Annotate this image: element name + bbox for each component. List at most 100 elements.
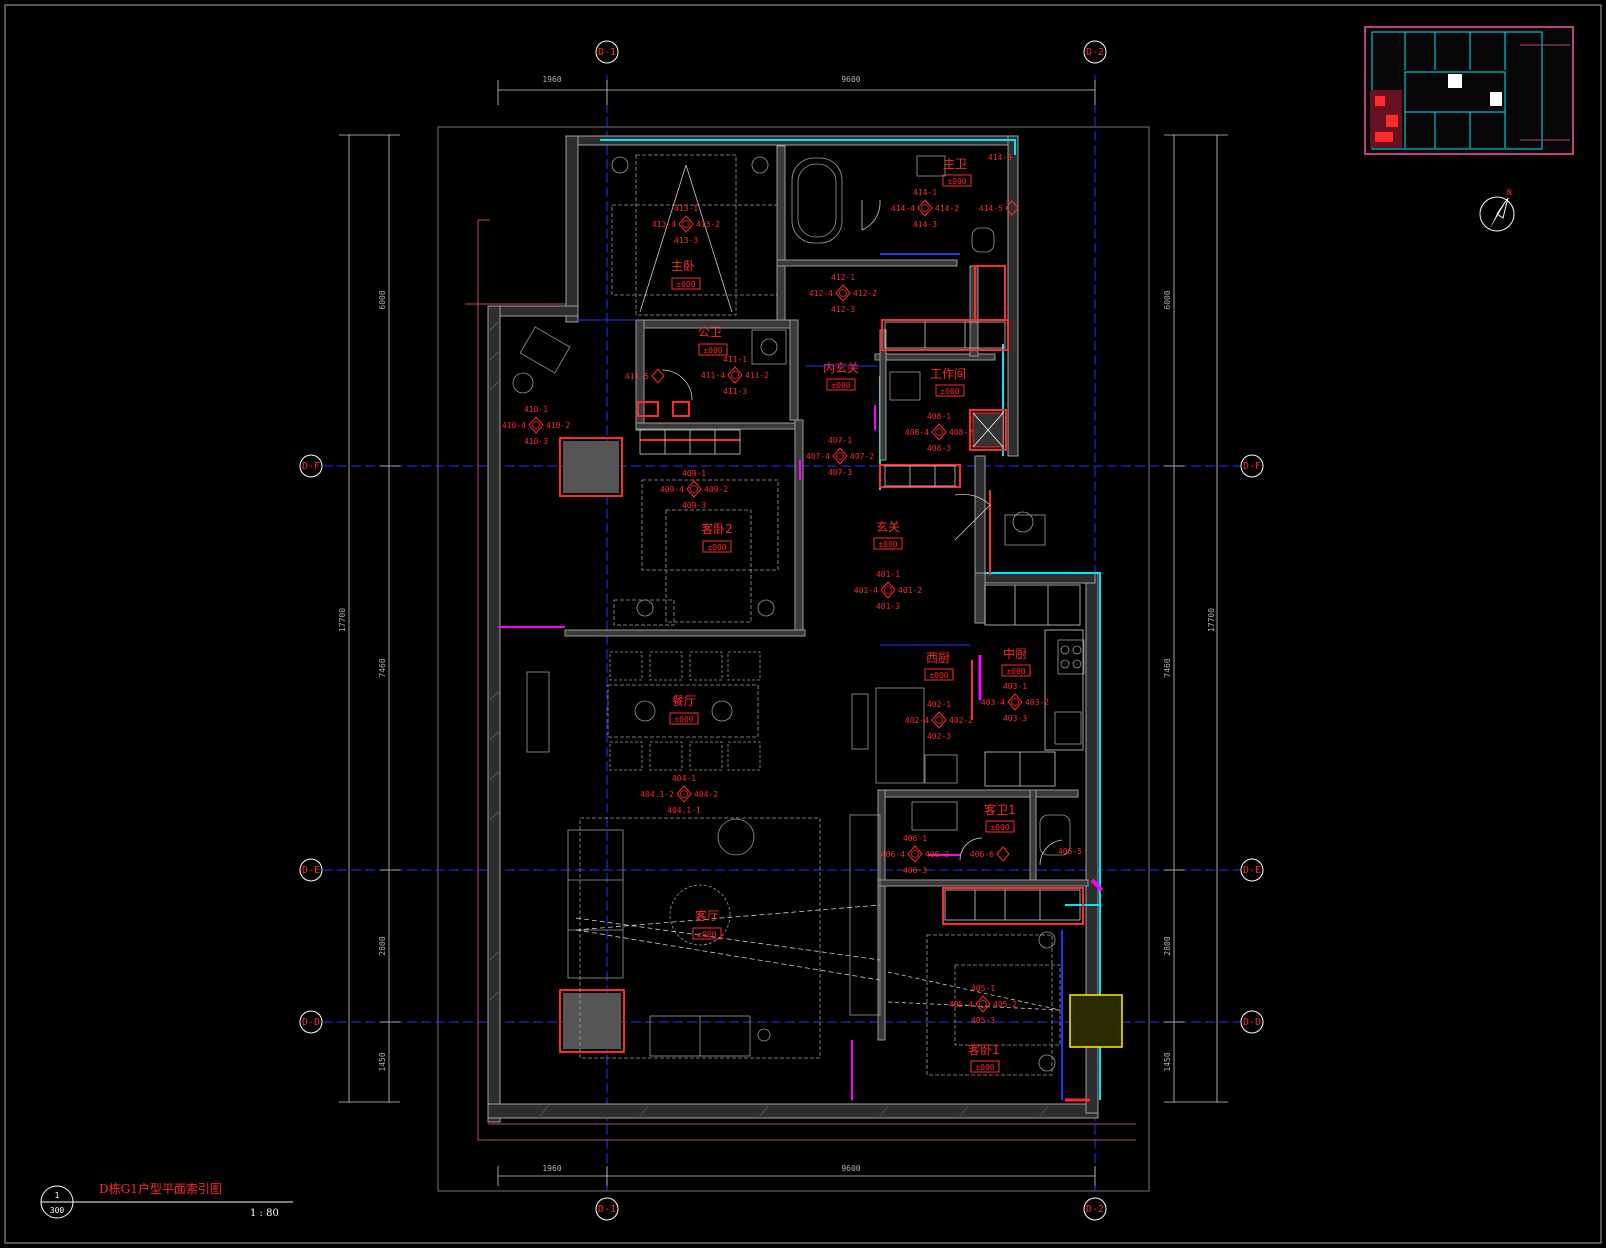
room-name-workroom: 工作间 xyxy=(930,367,966,381)
level-guest-bedroom-2-text: ±000 xyxy=(707,543,726,552)
index-label: 404-1 xyxy=(672,774,696,783)
dim-right-1: 6000 xyxy=(1163,290,1172,309)
index-label: 402-2 xyxy=(949,716,973,725)
svg-text:D-E: D-E xyxy=(1243,865,1261,876)
level-guest-bedroom-1-text: ±000 xyxy=(975,1063,994,1072)
level-master-bath-text: ±000 xyxy=(947,177,966,186)
level-inner-foyer: ±000 xyxy=(826,378,856,391)
index-diamond xyxy=(835,284,851,302)
level-guest-bedroom-1: ±000 xyxy=(970,1060,1000,1073)
level-chinese-kitchen: ±000 xyxy=(1001,664,1031,677)
level-foyer-frame xyxy=(873,537,903,550)
dim-right-2: 7460 xyxy=(1163,658,1172,677)
axis-right-3: D-D xyxy=(1240,1010,1264,1034)
index-label: 404.1-2 xyxy=(640,790,674,799)
dim-bottom-2: 9600 xyxy=(841,1164,860,1173)
axis-right-2: D-E xyxy=(1240,858,1264,882)
index-circle xyxy=(532,421,540,429)
index-diamond xyxy=(1007,693,1023,711)
level-public-bath: ±000 xyxy=(698,343,728,356)
index-label-extra: 406-6 xyxy=(970,850,994,859)
index-label: 405-4 xyxy=(949,1000,973,1009)
index-label: 413-4 xyxy=(652,220,676,229)
level-dining: ±000 xyxy=(669,712,699,725)
index-diamond xyxy=(931,711,947,729)
index-label: 401-3 xyxy=(876,602,900,611)
index-label: 402-4 xyxy=(905,716,929,725)
axis-top-left: D-1 xyxy=(595,40,619,64)
index-label-extra2: 406-5 xyxy=(1058,847,1082,856)
index-label: 412-2 xyxy=(853,289,877,298)
index-label: 411-4 xyxy=(701,371,725,380)
room-name-dining: 餐厅 xyxy=(672,693,696,708)
level-guest-bath-1: ±000 xyxy=(985,820,1015,833)
axis-left-3: D-D xyxy=(299,1010,323,1034)
level-foyer: ±000 xyxy=(873,537,903,550)
index-label: 401-1 xyxy=(876,570,900,579)
index-label: 409-1 xyxy=(682,469,706,478)
index-label: 408-2 xyxy=(949,428,973,437)
svg-text:D-E: D-E xyxy=(302,865,320,876)
index-circle xyxy=(690,485,698,493)
svg-text:D-D: D-D xyxy=(302,1017,320,1028)
dim-right-3: 2800 xyxy=(1163,936,1172,955)
index-label: 409-4 xyxy=(660,485,684,494)
svg-text:D-F: D-F xyxy=(302,461,320,472)
drawing-title: D栋G1户型平面索引图 xyxy=(99,1181,222,1196)
dim-left-2: 7460 xyxy=(378,658,387,677)
level-dining-text: ±000 xyxy=(674,715,693,724)
index-label: 405-3 xyxy=(971,1016,995,1025)
index-label-extra: 411-5 xyxy=(625,372,649,381)
index-circle xyxy=(682,220,690,228)
index-label: 403-4 xyxy=(981,698,1005,707)
doors xyxy=(661,199,1063,866)
index-diamond xyxy=(678,215,694,233)
svg-text:D-1: D-1 xyxy=(598,1204,616,1215)
index-label: 404-2 xyxy=(694,790,718,799)
dimension-lines xyxy=(339,80,1228,1186)
index-circle xyxy=(935,716,943,724)
svg-text:D-2: D-2 xyxy=(1086,1204,1104,1215)
index-label: 411-1 xyxy=(723,355,747,364)
north-label: N xyxy=(1507,188,1512,197)
level-guest-bedroom-1-frame xyxy=(970,1060,1000,1073)
level-master-bedroom-frame xyxy=(671,277,701,290)
room-name-foyer: 玄关 xyxy=(876,519,900,534)
room-name-guest-bedroom-2: 客卧2 xyxy=(701,521,733,536)
room-name-public-bath: 公卫 xyxy=(698,325,722,339)
dim-right-total: 17700 xyxy=(1207,608,1216,632)
index-label: 412-3 xyxy=(831,305,855,314)
drawing-boundary xyxy=(437,126,1150,1192)
level-western-kitchen: ±000 xyxy=(924,668,954,681)
axis-markers: D-1 D-2 D-1 D-2 D-F D-E D-D D-F D-E D-D xyxy=(299,40,1264,1221)
svg-text:D-F: D-F xyxy=(1243,461,1261,472)
wall-hatch xyxy=(489,321,1049,1117)
axis-top-right: D-2 xyxy=(1083,40,1107,64)
svg-text:D-1: D-1 xyxy=(598,47,616,58)
level-living: ±000 xyxy=(692,927,722,940)
index-circle xyxy=(680,790,688,798)
level-chinese-kitchen-text: ±000 xyxy=(1006,667,1025,676)
room-name-living: 客厅 xyxy=(695,908,719,923)
level-master-bedroom-text: ±000 xyxy=(676,280,695,289)
index-label-extra2: 414-5 xyxy=(988,153,1012,162)
level-inner-foyer-text: ±000 xyxy=(831,381,850,390)
index-label: 407-3 xyxy=(828,468,852,477)
key-plan-thumbnail xyxy=(1364,26,1574,155)
index-label: 406-4 xyxy=(881,850,905,859)
index-label: 401-2 xyxy=(898,586,922,595)
interior-walls xyxy=(564,145,1089,1041)
dim-top-2: 9600 xyxy=(841,75,860,84)
sheet-number-top: 1 xyxy=(55,1191,60,1200)
level-chinese-kitchen-frame xyxy=(1001,664,1031,677)
index-diamond xyxy=(917,199,933,217)
